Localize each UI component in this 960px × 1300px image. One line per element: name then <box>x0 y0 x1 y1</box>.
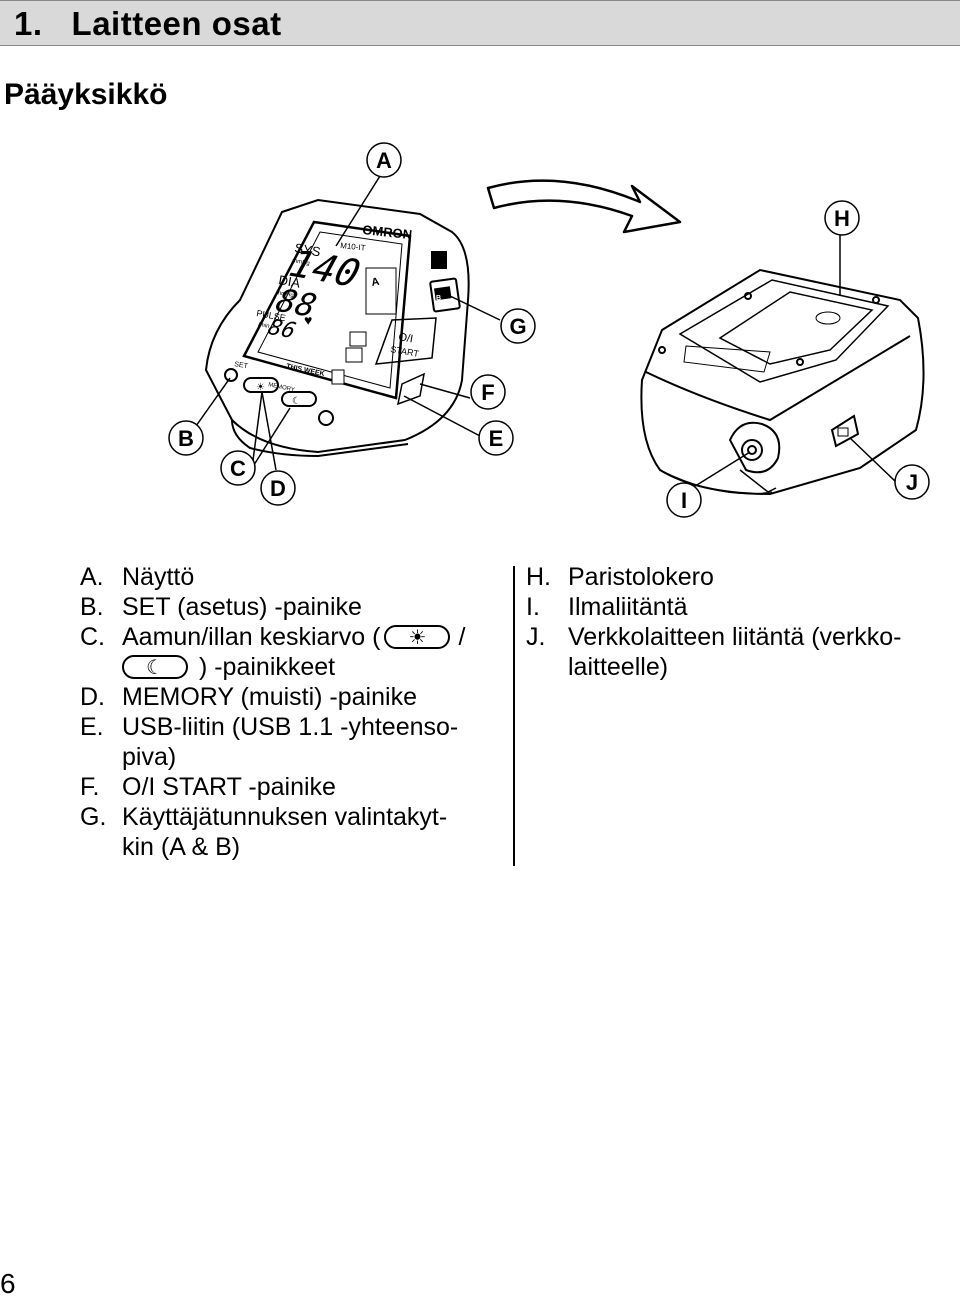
callout-e: E <box>478 420 514 456</box>
dia-unit: mmHg <box>276 290 294 299</box>
device-labels: OMRON M10-IT SYS mmHg DIA mmHg PULSE /mi… <box>234 222 441 407</box>
sun-icon: ☀ <box>408 627 427 649</box>
moon-icon: ☾ <box>292 396 301 407</box>
callout-b: B <box>168 420 204 456</box>
list-item: F. O/I START -painike <box>80 773 336 801</box>
parts-list-right: H. Paristolokero I. Ilmaliitäntä J. Verk… <box>526 562 956 682</box>
device-illustration: OMRON M10-IT SYS mmHg DIA mmHg PULSE /mi… <box>168 142 930 518</box>
pulse-unit: /min <box>258 322 270 330</box>
svg-text:G: G <box>509 314 526 339</box>
sun-icon: ☀ <box>256 382 265 393</box>
callout-h: H <box>824 200 860 236</box>
svg-text:D: D <box>270 476 286 501</box>
user-a-indicator: A <box>370 276 380 289</box>
callout-j: J <box>894 464 930 500</box>
svg-text:B: B <box>178 426 194 451</box>
svg-text:C: C <box>230 456 246 481</box>
column-divider <box>513 566 515 866</box>
leader-lines <box>195 175 897 489</box>
sys-label: SYS <box>293 240 322 259</box>
model-label: M10-IT <box>340 241 366 253</box>
start-label-oi: O/I <box>397 331 414 345</box>
heart-icon: ♥ <box>304 312 312 328</box>
list-item: E. USB-liitin (USB 1.1 -yhteenso- piva) <box>80 713 459 771</box>
list-item: B. SET (asetus) -painike <box>80 593 362 621</box>
start-label-start: START <box>390 344 420 359</box>
list-item: I. Ilmaliitäntä <box>526 593 688 621</box>
callout-a: A <box>366 142 402 178</box>
list-item: J. Verkkolaitteen liitäntä (verkko- lait… <box>526 623 902 681</box>
brand-logo: OMRON <box>362 222 413 242</box>
svg-text:J: J <box>906 470 918 495</box>
svg-text:I: I <box>681 488 687 513</box>
section-header-bar: 1. Laitteen osat <box>0 0 960 46</box>
callout-f: F <box>470 374 506 410</box>
list-item: C. Aamun/illan keskiarvo (☀/ ☾ ) -painik… <box>80 623 466 681</box>
svg-text:A: A <box>376 148 392 173</box>
list-item: A. Näyttö <box>80 563 195 591</box>
evening-button-symbol: ☾ <box>122 655 188 679</box>
svg-text:H: H <box>834 206 850 231</box>
morning-button-symbol: ☀ <box>384 625 451 649</box>
svg-text:E: E <box>489 426 504 451</box>
sys-unit: mmHg <box>292 258 310 267</box>
set-label: SET <box>234 361 249 370</box>
section-number: 1. <box>14 5 43 42</box>
parts-list-left: A. Näyttö B. SET (asetus) -painike C. Aa… <box>80 562 510 862</box>
list-item: G. Käyttäjätunnuksen valintakyt- kin (A … <box>80 803 448 861</box>
subsection-title: Pääyksikkö <box>4 78 168 111</box>
dia-label: DIA <box>277 272 301 291</box>
callout-g: G <box>500 308 536 344</box>
memory-label: MEMORY <box>268 382 296 393</box>
moon-icon: ☾ <box>146 657 164 679</box>
front-device <box>204 198 470 458</box>
callout-i: I <box>666 482 702 518</box>
user-b-indicator: B <box>436 295 441 302</box>
callout-c: C <box>220 450 256 486</box>
callouts: A H G F E B C D I J <box>168 142 930 518</box>
section-title: 1. Laitteen osat <box>14 5 282 43</box>
callout-d: D <box>260 470 296 506</box>
back-device <box>640 268 925 496</box>
svg-text:F: F <box>481 380 494 405</box>
page-number: 6 <box>0 1268 16 1299</box>
list-item: H. Paristolokero <box>526 563 714 591</box>
list-item: D. MEMORY (muisti) -painike <box>80 683 417 711</box>
section-title-text: Laitteen osat <box>71 5 282 42</box>
rotate-arrow <box>486 179 682 234</box>
